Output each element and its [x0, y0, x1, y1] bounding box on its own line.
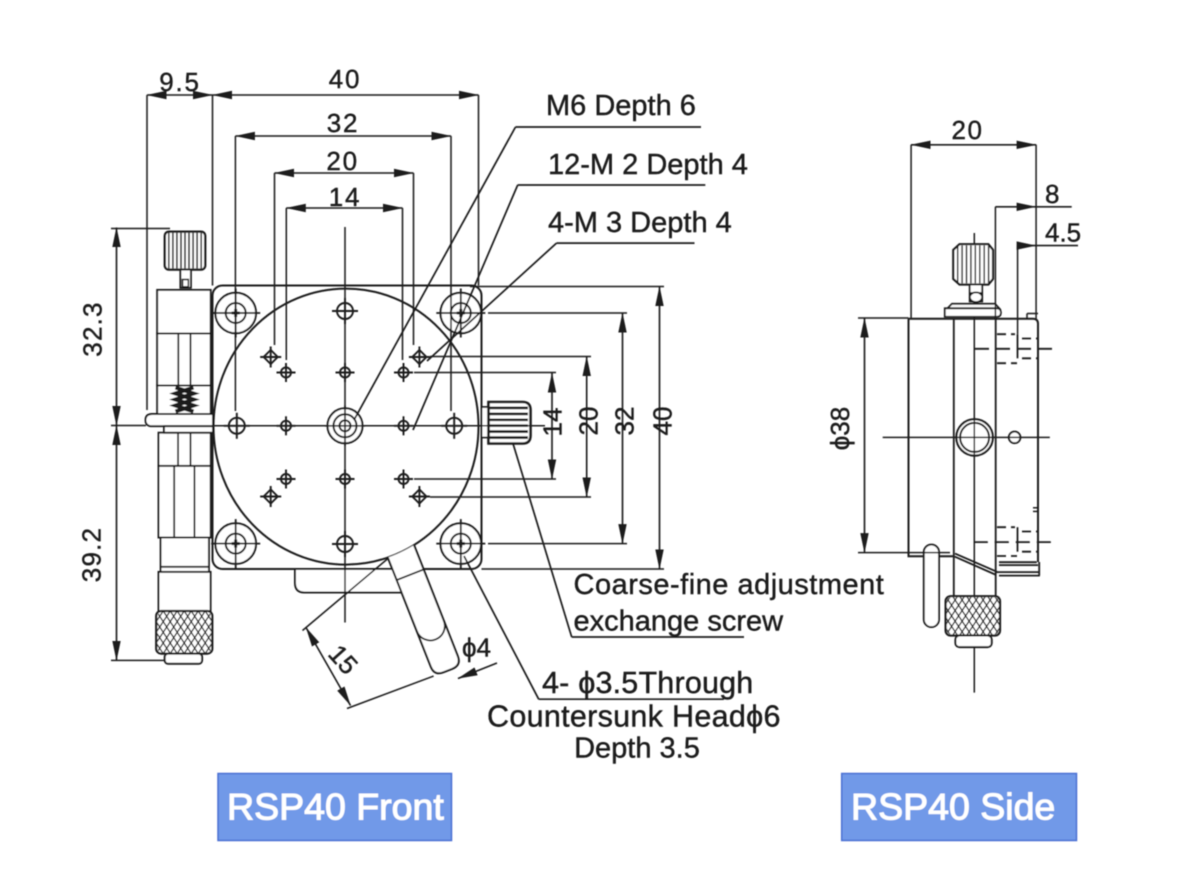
svg-text:40: 40 — [329, 64, 362, 94]
svg-text:RSP40 Front: RSP40 Front — [227, 786, 444, 828]
svg-text:exchange screw: exchange screw — [574, 606, 785, 638]
svg-text:ϕ38: ϕ38 — [825, 407, 855, 450]
svg-text:ϕ4: ϕ4 — [462, 633, 491, 663]
svg-text:20: 20 — [574, 407, 604, 436]
svg-text:9.5: 9.5 — [159, 67, 201, 97]
svg-text:40: 40 — [648, 407, 678, 436]
svg-text:4-M 3 Depth 4: 4-M 3 Depth 4 — [548, 207, 732, 239]
svg-text:Countersunk Headϕ6: Countersunk Headϕ6 — [487, 700, 781, 734]
svg-text:4.5: 4.5 — [1045, 218, 1081, 248]
svg-text:14: 14 — [329, 182, 362, 212]
svg-text:8: 8 — [1045, 179, 1059, 209]
svg-text:32: 32 — [609, 407, 639, 436]
svg-text:Coarse-fine adjustment: Coarse-fine adjustment — [574, 569, 885, 601]
svg-text:Depth 3.5: Depth 3.5 — [574, 733, 700, 765]
svg-text:14: 14 — [538, 408, 568, 437]
svg-text:M6 Depth 6: M6 Depth 6 — [546, 90, 696, 122]
svg-text:20: 20 — [326, 146, 359, 176]
svg-text:32: 32 — [327, 108, 360, 138]
svg-text:RSP40 Side: RSP40 Side — [851, 786, 1055, 828]
svg-text:4- ϕ3.5Through: 4- ϕ3.5Through — [542, 666, 753, 700]
svg-text:39.2: 39.2 — [77, 527, 107, 582]
svg-text:32.3: 32.3 — [78, 301, 108, 356]
svg-text:12-M 2 Depth 4: 12-M 2 Depth 4 — [548, 149, 748, 181]
svg-text:20: 20 — [952, 115, 984, 145]
